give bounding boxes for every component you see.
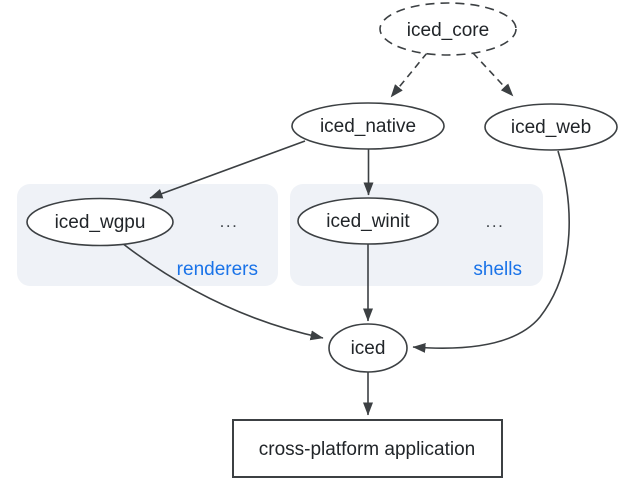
renderers-group-label: renderers bbox=[177, 259, 258, 280]
renderers-ellipsis: ... bbox=[220, 212, 239, 231]
edge-iced-core-to-iced-native bbox=[390, 52, 428, 98]
node-iced-winit bbox=[297, 197, 439, 245]
node-iced-native bbox=[291, 102, 445, 150]
node-iced bbox=[328, 323, 408, 373]
node-iced-label: iced bbox=[351, 338, 386, 359]
edge-iced-web-to-iced bbox=[412, 150, 570, 353]
node-iced-wgpu-label: iced_wgpu bbox=[55, 212, 146, 233]
node-iced-core-label: iced_core bbox=[407, 20, 489, 41]
node-cross-platform-application bbox=[232, 419, 503, 478]
edge-iced-wgpu-to-iced bbox=[121, 242, 324, 341]
node-iced-wgpu bbox=[26, 197, 174, 247]
shells-group-label: shells bbox=[473, 259, 522, 280]
node-iced-native-label: iced_native bbox=[320, 116, 416, 137]
node-cross-platform-application-label: cross-platform application bbox=[259, 439, 475, 460]
edge-iced-core-to-iced-web bbox=[472, 52, 514, 97]
shells-ellipsis: ... bbox=[486, 212, 505, 231]
node-iced-web-label: iced_web bbox=[511, 117, 591, 138]
node-iced-winit-label: iced_winit bbox=[326, 211, 410, 232]
node-iced-core bbox=[379, 2, 517, 56]
edge-iced-native-to-iced-wgpu bbox=[149, 140, 306, 199]
node-iced-web bbox=[484, 103, 618, 151]
